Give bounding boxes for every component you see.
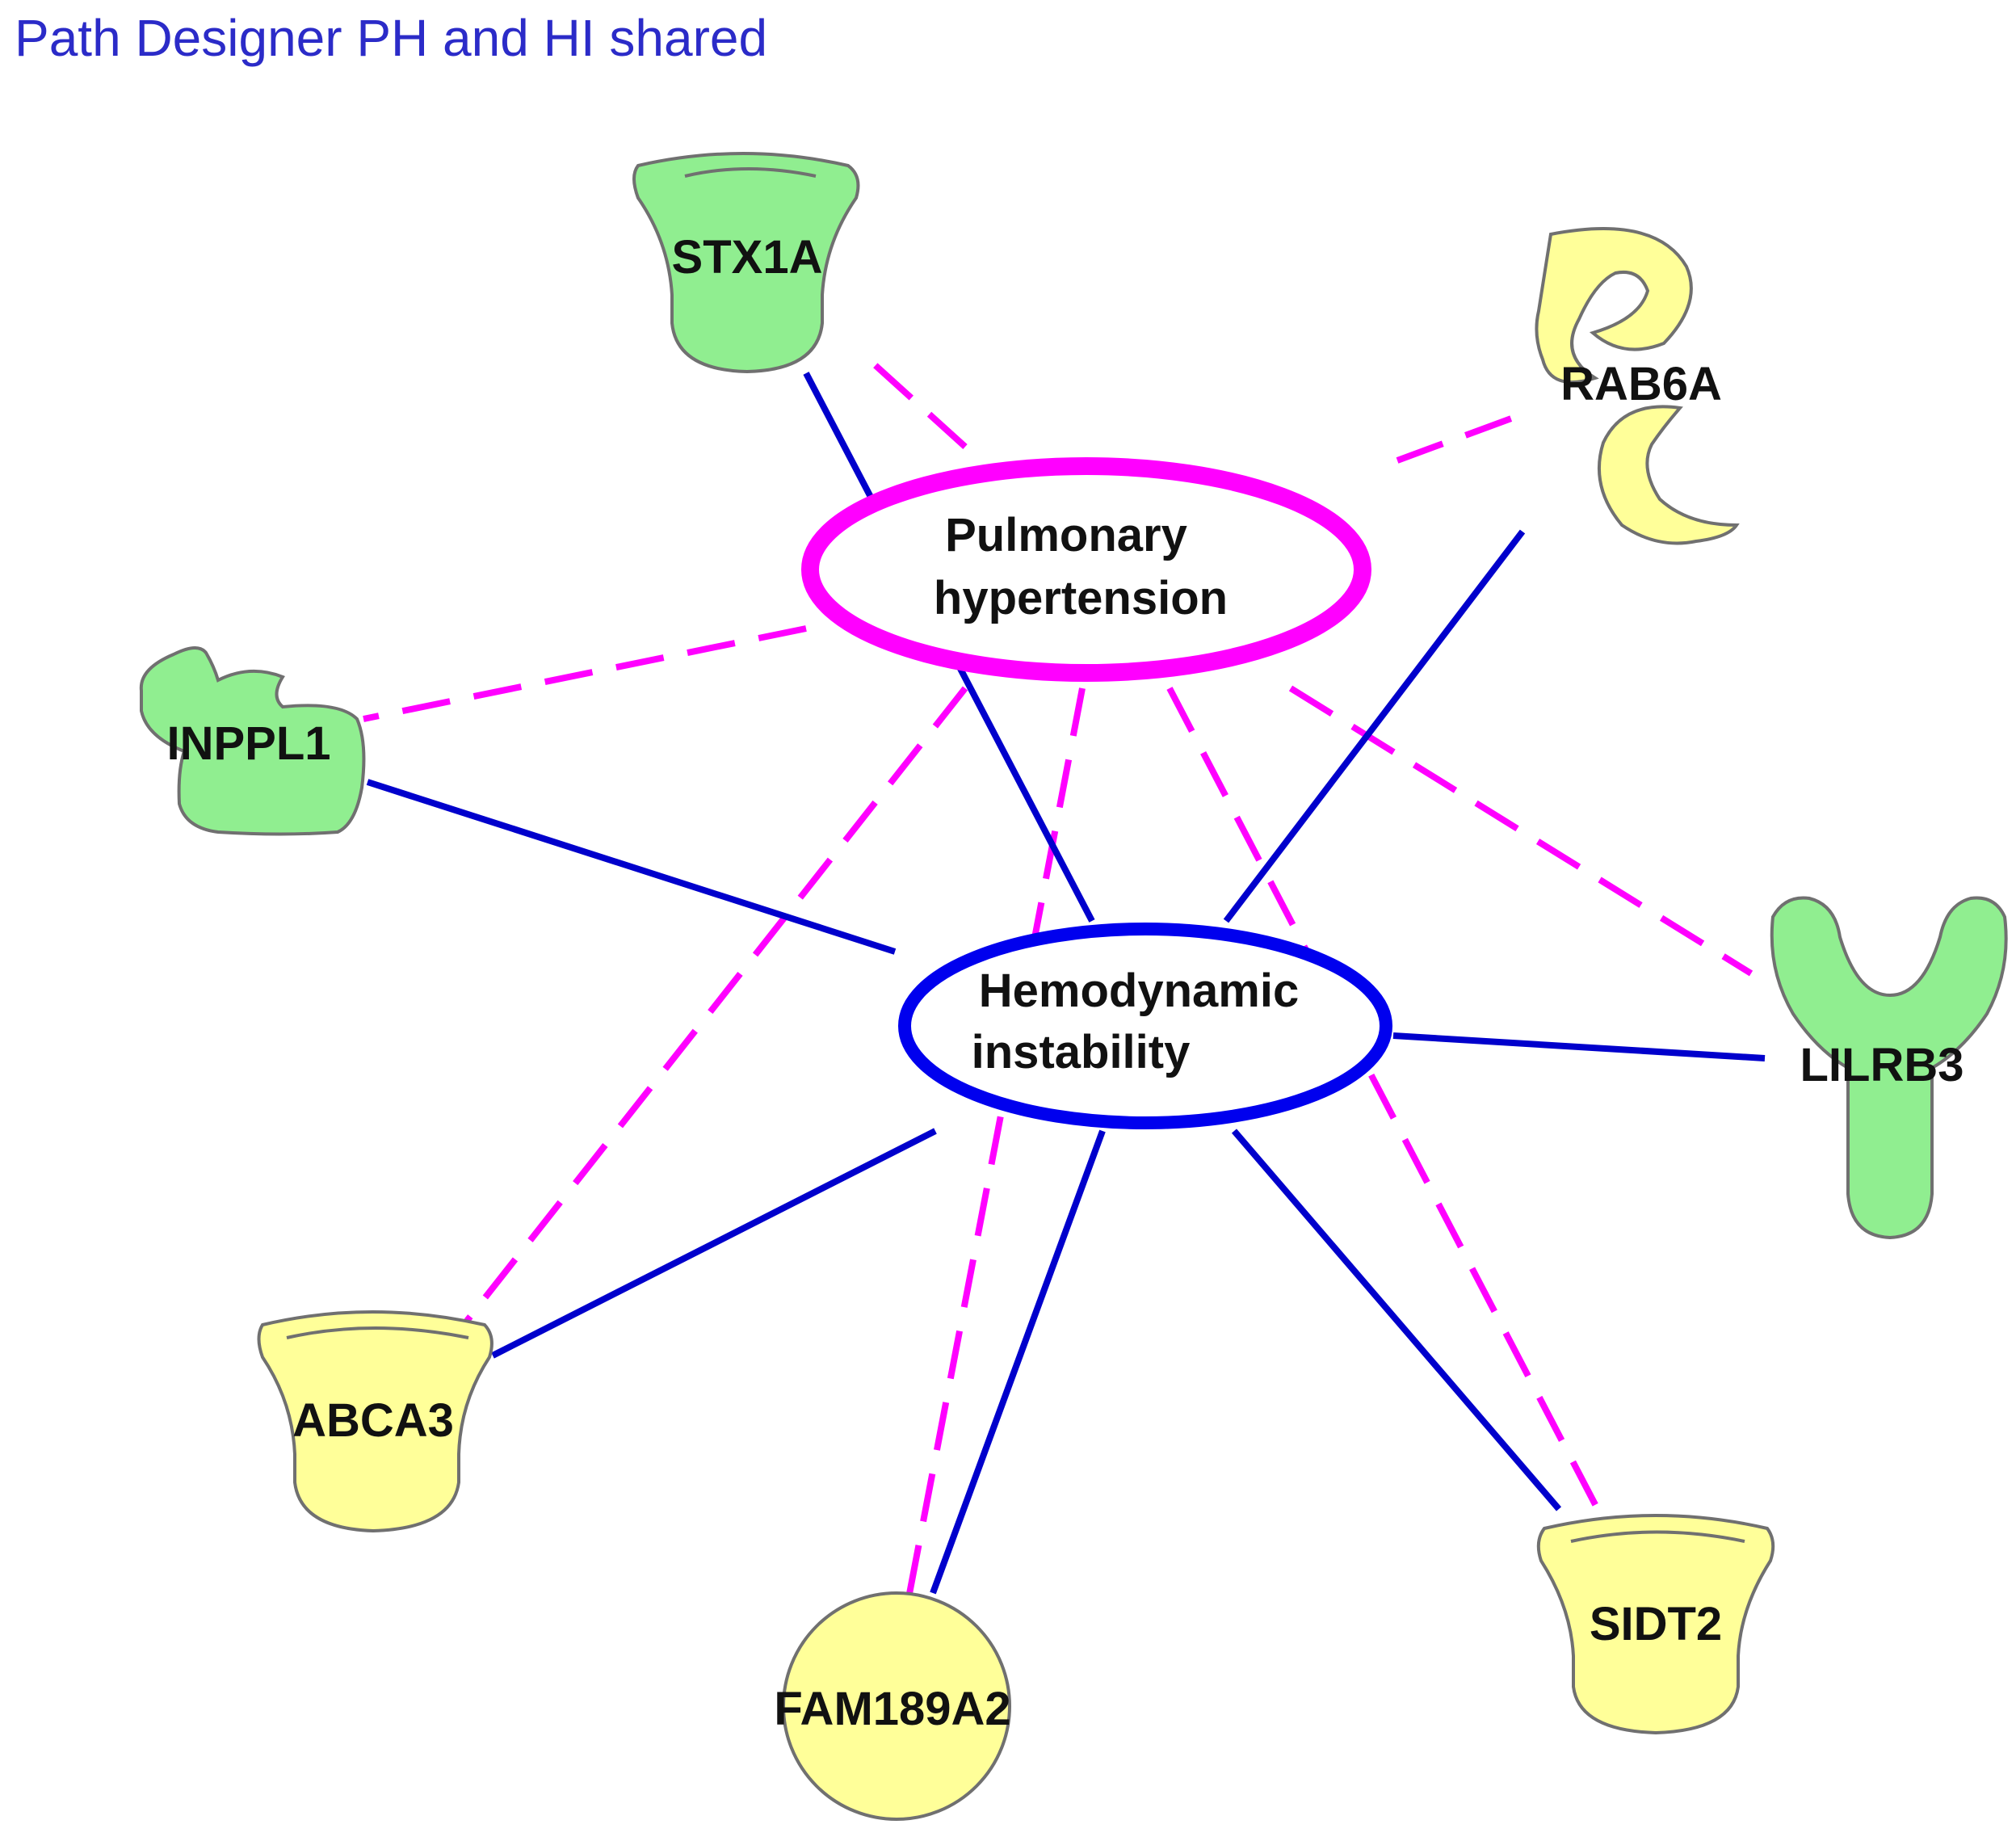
edge-ph-sidt2 [1166,687,1602,1514]
edge-ph-abca3 [464,686,968,1323]
gene-label-stx1a: STX1A [672,231,823,284]
edge-hi-sidt2 [1231,1129,1562,1511]
cup-icon [1536,1514,1775,1735]
edge-ph-fam189a2 [905,687,1086,1599]
gene-node-rab6a[interactable]: RAB6A [1535,227,1740,545]
edge-hi-rab6a [1223,529,1526,923]
gene-label-inppl1: INPPL1 [166,717,330,770]
hub-ph-ellipse [801,457,1371,682]
edge-hi-fam189a2 [930,1129,1106,1595]
circle-icon [782,1591,1011,1821]
edge-ph-lilrb3 [1288,685,1754,977]
gene-label-sidt2: SIDT2 [1590,1598,1722,1650]
cup-icon [257,1310,494,1533]
gene-node-lilrb3[interactable]: LILRB3 [1770,896,2008,1240]
gene-label-rab6a: RAB6A [1560,358,1722,410]
crescent-icon-lower [1597,405,1740,545]
edge-hi-lilrb3 [1392,1032,1766,1061]
enzyme-icon [139,646,366,836]
page-title: Path Designer PH and HI shared [15,9,768,67]
receptor-icon [1770,896,2008,1240]
crescent-icon [1535,227,1693,385]
edge-ph-inppl1 [363,625,807,722]
gene-label-lilrb3: LILRB3 [1800,1039,1964,1091]
gene-node-inppl1[interactable]: INPPL1 [139,646,366,836]
cup-rim [1570,1530,1745,1543]
gene-node-abca3[interactable]: ABCA3 [257,1310,494,1533]
cup-icon [632,152,860,374]
gene-label-abca3: ABCA3 [292,1394,454,1447]
edge-hi-inppl1 [366,779,897,955]
hub-hi-label-line1: Hemodynamic [979,965,1299,1017]
hub-hi-label-line2: instability [972,1026,1191,1078]
gene-node-fam189a2[interactable]: FAM189A2 [774,1591,1011,1821]
hub-hemodynamic-instability[interactable]: Hemodynamic instability [898,923,1392,1129]
gene-label-fam189a2: FAM189A2 [774,1683,1010,1735]
hub-ph-label-line1: Pulmonary [945,509,1187,561]
cup-rim [286,1326,469,1339]
cup-rim [684,167,817,178]
hub-hi-ellipse [898,923,1392,1129]
gene-node-sidt2[interactable]: SIDT2 [1536,1514,1775,1735]
edge-ph-rab6a [1396,407,1535,464]
hub-pulmonary-hypertension[interactable]: Pulmonary hypertension [801,457,1371,682]
gene-node-stx1a[interactable]: STX1A [632,152,860,374]
hi-edges [366,372,1766,1595]
edge-hi-abca3 [491,1128,937,1359]
edge-ph-stx1a [860,351,968,449]
hub-ph-label-line2: hypertension [934,572,1228,624]
